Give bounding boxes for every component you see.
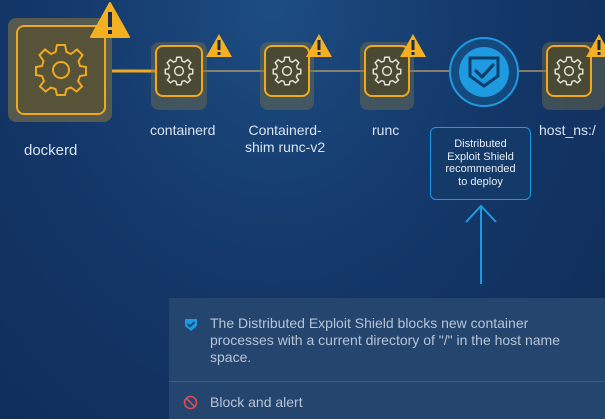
gear-icon bbox=[272, 56, 302, 86]
runc-tile bbox=[364, 45, 410, 97]
runc-label: runc bbox=[372, 122, 400, 138]
callout-line1: Distributed bbox=[454, 138, 507, 150]
gear-icon bbox=[554, 56, 584, 86]
containerd-tile bbox=[155, 45, 203, 97]
block-icon bbox=[183, 395, 198, 410]
callout-line2: Exploit Shield bbox=[447, 150, 514, 163]
gear-icon bbox=[35, 44, 87, 96]
warning-icon bbox=[306, 34, 332, 57]
containerd-shim-label-line2: shim runc-v2 bbox=[245, 139, 326, 155]
warning-icon bbox=[586, 34, 605, 57]
gear-icon bbox=[372, 56, 402, 86]
dockerd-tile bbox=[16, 25, 106, 115]
shield-check-icon bbox=[185, 319, 197, 331]
policy-panel bbox=[169, 298, 605, 419]
host-ns-label: host_ns:/ bbox=[539, 122, 596, 138]
containerd-shim-label-line1: Containerd- bbox=[248, 122, 322, 138]
warning-icon bbox=[400, 34, 426, 57]
host-ns-tile bbox=[546, 45, 592, 97]
up-arrow-icon bbox=[465, 204, 497, 284]
shield-check-icon bbox=[468, 56, 500, 88]
policy-description: The Distributed Exploit Shield blocks ne… bbox=[210, 315, 560, 365]
dockerd-label: dockerd bbox=[24, 142, 78, 159]
warning-icon bbox=[90, 2, 130, 38]
containerd-shim-tile bbox=[264, 45, 310, 97]
deploy-recommendation-callout: Distributed Exploit Shield recommended t… bbox=[430, 127, 531, 200]
callout-line3: recommended bbox=[445, 163, 516, 175]
shield-node[interactable] bbox=[440, 36, 520, 116]
block-and-alert-option[interactable]: Block and alert bbox=[210, 394, 303, 410]
warning-icon bbox=[206, 34, 232, 57]
containerd-label: containerd bbox=[150, 122, 216, 138]
panel-divider bbox=[169, 381, 605, 382]
containerd-shim-label: Containerd- shim runc-v2 bbox=[245, 122, 325, 156]
gear-icon bbox=[164, 56, 194, 86]
callout-line4: to deploy bbox=[458, 175, 503, 188]
